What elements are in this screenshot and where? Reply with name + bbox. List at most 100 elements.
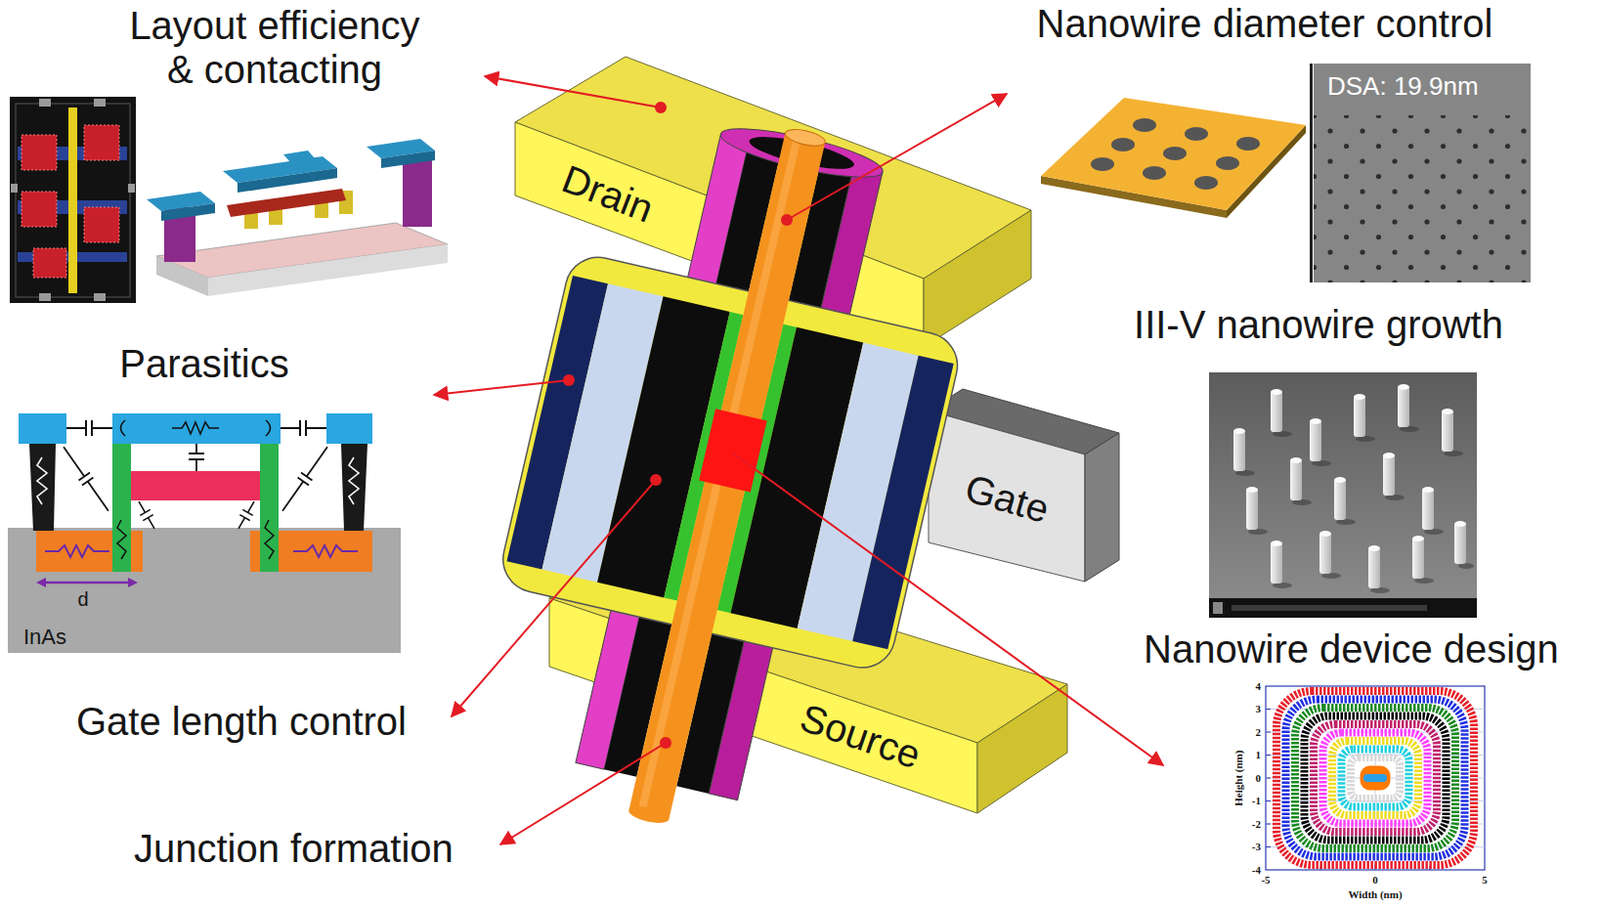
info-bar-logo (1212, 602, 1223, 614)
capacitor-symbol (280, 420, 327, 436)
nanowire-part (1422, 488, 1434, 530)
hole (1184, 127, 1209, 141)
axis-title-box: Width (nm) (1347, 888, 1403, 902)
pad (39, 293, 51, 302)
capacitor-symbol (233, 498, 260, 532)
plate-top (1040, 97, 1306, 211)
contact-pad (237, 168, 338, 193)
capacitor-symbol (188, 443, 205, 472)
hole (1215, 156, 1240, 171)
plot-frame (1265, 686, 1485, 870)
nanowire-end (627, 803, 671, 826)
nanowire-part (1383, 454, 1395, 496)
tick-label-box: -4 (1252, 864, 1262, 877)
core-contour (1360, 766, 1391, 791)
nanowire-part (1422, 486, 1434, 493)
callout-heading-box: III-V nanowire growth (1133, 302, 1504, 347)
pad (10, 183, 18, 193)
block-side (923, 210, 1032, 347)
hole (1194, 175, 1218, 190)
callout-heading: Junction formation (133, 826, 454, 871)
hole (1132, 118, 1157, 132)
side-pad (18, 413, 67, 444)
gate-block: Gate (950, 456, 1064, 542)
tick-label: -3 (1252, 840, 1261, 853)
contact-pad (161, 203, 216, 221)
sem-background (1313, 63, 1531, 283)
tick-label: -2 (1252, 818, 1261, 830)
leader-arrow (500, 742, 666, 845)
leader-dot (649, 474, 662, 486)
gate-line (68, 107, 78, 294)
gate-layer (852, 355, 954, 650)
material-label-box: InAs (23, 625, 68, 650)
tick-label-box: -1 (1252, 794, 1262, 808)
hole (1090, 157, 1115, 172)
leader-arrow (433, 380, 569, 395)
nanowire-part (1441, 408, 1454, 415)
axis-title: Width (nm) (1347, 888, 1402, 901)
dsa-micrograph (1309, 63, 1531, 283)
capacitor-symbol (66, 420, 113, 436)
gate-stack (496, 250, 964, 674)
nanowire-part (1368, 545, 1381, 552)
leader-dot (562, 374, 575, 387)
nanowire (1233, 384, 1474, 594)
source-block-label-box: Source (794, 694, 927, 778)
layout-background (9, 96, 136, 303)
dimension-arrowhead (36, 577, 46, 588)
top-contact (112, 413, 281, 444)
callout-heading: Layout efficiency & contacting (119, 3, 431, 92)
leader-arrow (786, 93, 1007, 220)
contour (1332, 740, 1419, 816)
capacitor-symbol (276, 442, 333, 516)
leader-lines (433, 76, 1164, 845)
contour (1286, 699, 1466, 858)
leader-dot (780, 214, 793, 226)
contact-plug (29, 443, 56, 531)
nanowire-part (1233, 430, 1246, 472)
resistor-symbol (44, 545, 110, 558)
contact-pad (283, 150, 315, 163)
pad (93, 293, 106, 302)
nanowire-part (1412, 535, 1425, 542)
contour (1323, 733, 1428, 824)
tick-label: 0 (1255, 772, 1262, 784)
capacitor-symbol (57, 442, 114, 516)
tick-label: -5 (1260, 873, 1270, 886)
substrate (7, 527, 401, 653)
sem-background (1209, 372, 1477, 618)
callout-heading-box: Nanowire device design (1143, 627, 1559, 672)
nanowire-part (1246, 488, 1258, 530)
callout-heading: Nanowire device design (1143, 627, 1559, 672)
grid-line (1265, 686, 1485, 870)
nanowire-part (1441, 410, 1454, 452)
callout-heading: III-V nanowire growth (1133, 302, 1504, 347)
tick-label: 4 (1255, 680, 1262, 692)
nanowire-transistor (452, 86, 1003, 867)
dimension-arrow (45, 581, 129, 585)
nanowire-part (1383, 452, 1395, 459)
tick-label-box: 5 (1481, 873, 1488, 887)
resistor-symbol (37, 457, 47, 505)
contacting-3d (146, 138, 448, 297)
nanowire-part (1309, 418, 1322, 425)
capacitor-symbol (133, 498, 160, 532)
leader-arrow (732, 452, 1164, 766)
resistor-symbol (293, 545, 358, 558)
layout-thumbnail (9, 96, 136, 303)
tick-label: 5 (1481, 873, 1488, 886)
pad (93, 98, 106, 107)
nanowire-part (1309, 420, 1322, 462)
nanowire-part (1334, 476, 1346, 483)
hole-template (1040, 97, 1306, 218)
image-annotation: DSA: 19.9nm (1327, 72, 1479, 101)
callout-heading-box: Gate length control (76, 699, 407, 744)
leader-dot (659, 736, 672, 749)
drain-block-label: Drain (556, 156, 659, 231)
nanowire-part (1319, 532, 1332, 574)
contour (1276, 691, 1474, 865)
callout-heading-box: Parasitics (119, 342, 290, 387)
